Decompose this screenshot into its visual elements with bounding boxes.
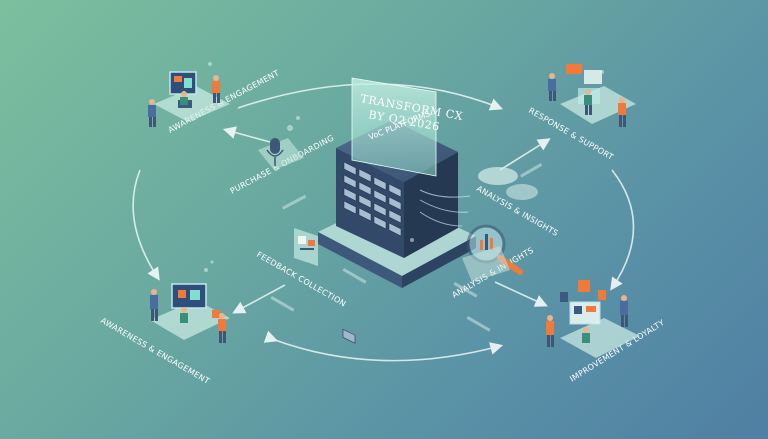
person-figure	[618, 97, 626, 127]
scene-awareness-top	[148, 71, 230, 127]
person-figure	[582, 327, 590, 343]
hub-base-right	[402, 236, 476, 288]
right-flow-arrow	[610, 169, 635, 291]
person-figure	[584, 89, 592, 115]
purchase-arrow	[222, 126, 271, 143]
server-drive-grid	[343, 161, 402, 237]
person-figure	[548, 73, 556, 101]
person-figure	[620, 295, 628, 327]
hub-base-left	[318, 232, 402, 288]
microphone-icon	[258, 138, 304, 170]
analysis-discs	[478, 167, 538, 200]
person-figure	[180, 91, 188, 105]
person-figure	[148, 99, 156, 127]
tiny-captions	[270, 162, 543, 332]
scene-awareness-bottom	[150, 283, 230, 343]
person-figure	[546, 315, 554, 347]
response-arrow	[499, 138, 551, 171]
scene-improvement	[546, 280, 640, 358]
feedback-arrow	[232, 284, 286, 314]
magnifier-icon	[462, 224, 523, 282]
person-figure	[212, 75, 220, 103]
scene-response	[548, 64, 636, 127]
chat-bubble-icon	[294, 228, 318, 266]
person-figure	[218, 313, 226, 343]
bottom-flow-arrow	[263, 330, 504, 362]
person-figure	[150, 289, 158, 321]
left-flow-arrow	[132, 169, 160, 281]
decorative-bubbles	[204, 62, 604, 272]
person-figure	[180, 307, 188, 323]
improve-arrow	[494, 281, 548, 307]
